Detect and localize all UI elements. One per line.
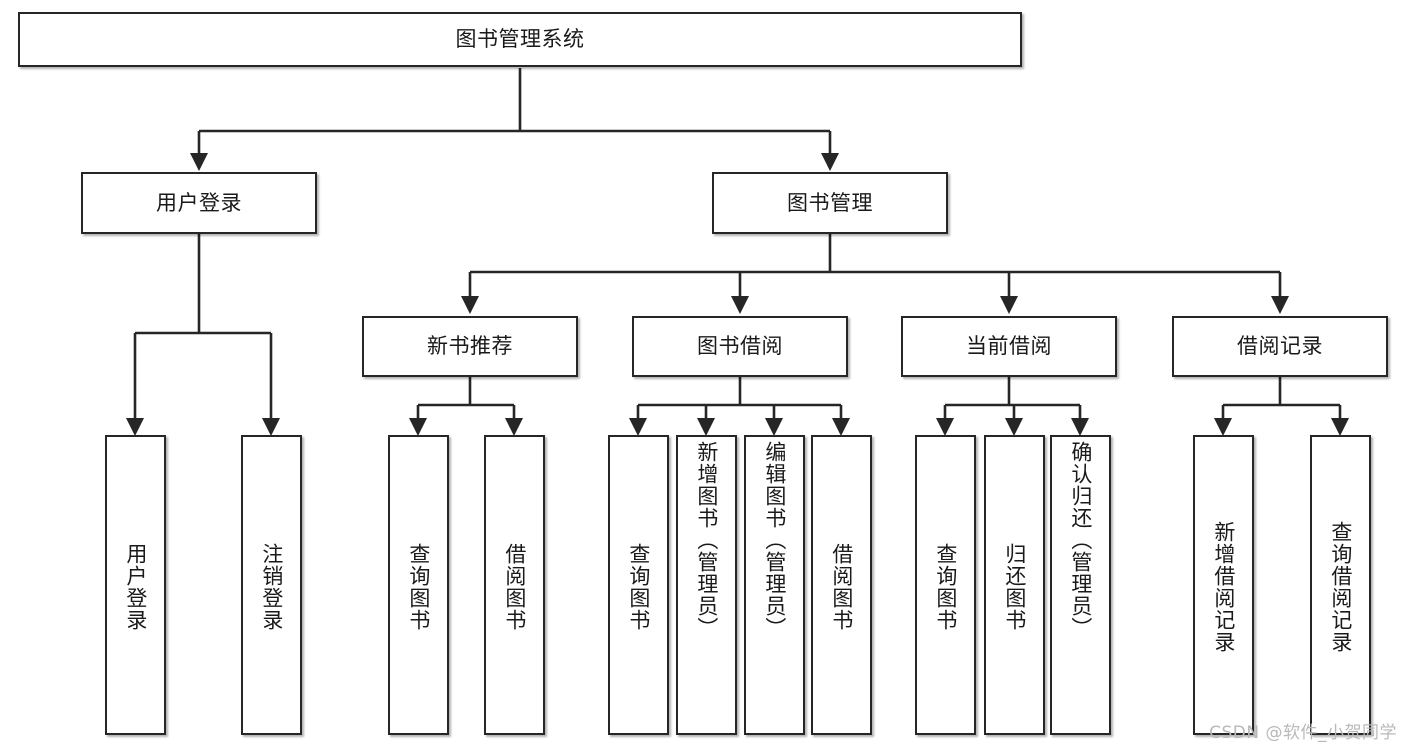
leaf-borrow-edit-book-admin[interactable]: 编辑图书（管理员） xyxy=(744,435,805,735)
leaf-current-query-book[interactable]: 查询图书 xyxy=(915,435,976,735)
node-book-management[interactable]: 图书管理 xyxy=(712,172,948,234)
node-new-book-recommend[interactable]: 新书推荐 xyxy=(362,316,578,377)
leaf-user-login-signout-label: 注销登录 xyxy=(259,543,284,631)
leaf-user-login-signin[interactable]: 用户登录 xyxy=(105,435,166,735)
leaf-borrow-borrow-book-label: 借阅图书 xyxy=(829,543,854,631)
leaf-current-confirm-return-admin-label: 确认归还（管理员） xyxy=(1068,441,1093,639)
leaf-current-return-book-label: 归还图书 xyxy=(1002,543,1027,631)
watermark-text: CSDN @软件_小贺同学 xyxy=(1209,723,1397,743)
node-borrow-record[interactable]: 借阅记录 xyxy=(1172,316,1388,377)
leaf-new-book-borrow[interactable]: 借阅图书 xyxy=(484,435,545,735)
leaf-record-add-record-label: 新增借阅记录 xyxy=(1211,521,1236,653)
node-book-borrow-label: 图书借阅 xyxy=(697,334,783,359)
node-current-borrow-label: 当前借阅 xyxy=(966,334,1052,359)
leaf-record-query-record-label: 查询借阅记录 xyxy=(1328,521,1353,653)
leaf-user-login-signin-label: 用户登录 xyxy=(123,543,148,631)
node-book-borrow[interactable]: 图书借阅 xyxy=(632,316,848,377)
leaf-new-book-query-label: 查询图书 xyxy=(406,543,431,631)
leaf-borrow-add-book-admin-label: 新增图书（管理员） xyxy=(694,441,719,639)
leaf-record-add-record[interactable]: 新增借阅记录 xyxy=(1193,435,1254,735)
leaf-borrow-edit-book-admin-label: 编辑图书（管理员） xyxy=(762,441,787,639)
node-borrow-record-label: 借阅记录 xyxy=(1237,334,1323,359)
leaf-borrow-borrow-book[interactable]: 借阅图书 xyxy=(811,435,872,735)
leaf-record-query-record[interactable]: 查询借阅记录 xyxy=(1310,435,1371,735)
leaf-borrow-add-book-admin[interactable]: 新增图书（管理员） xyxy=(676,435,737,735)
node-user-login[interactable]: 用户登录 xyxy=(81,172,317,234)
node-root-system[interactable]: 图书管理系统 xyxy=(18,12,1022,67)
leaf-current-query-book-label: 查询图书 xyxy=(933,543,958,631)
leaf-current-return-book[interactable]: 归还图书 xyxy=(984,435,1045,735)
leaf-new-book-query[interactable]: 查询图书 xyxy=(388,435,449,735)
node-user-login-label: 用户登录 xyxy=(156,190,242,215)
node-current-borrow[interactable]: 当前借阅 xyxy=(901,316,1117,377)
leaf-current-confirm-return-admin[interactable]: 确认归还（管理员） xyxy=(1050,435,1111,735)
leaf-borrow-query-book[interactable]: 查询图书 xyxy=(608,435,669,735)
node-root-system-label: 图书管理系统 xyxy=(455,27,585,52)
leaf-new-book-borrow-label: 借阅图书 xyxy=(502,543,527,631)
node-new-book-recommend-label: 新书推荐 xyxy=(427,334,513,359)
leaf-borrow-query-book-label: 查询图书 xyxy=(626,543,651,631)
node-book-management-label: 图书管理 xyxy=(787,190,873,215)
leaf-user-login-signout[interactable]: 注销登录 xyxy=(241,435,302,735)
